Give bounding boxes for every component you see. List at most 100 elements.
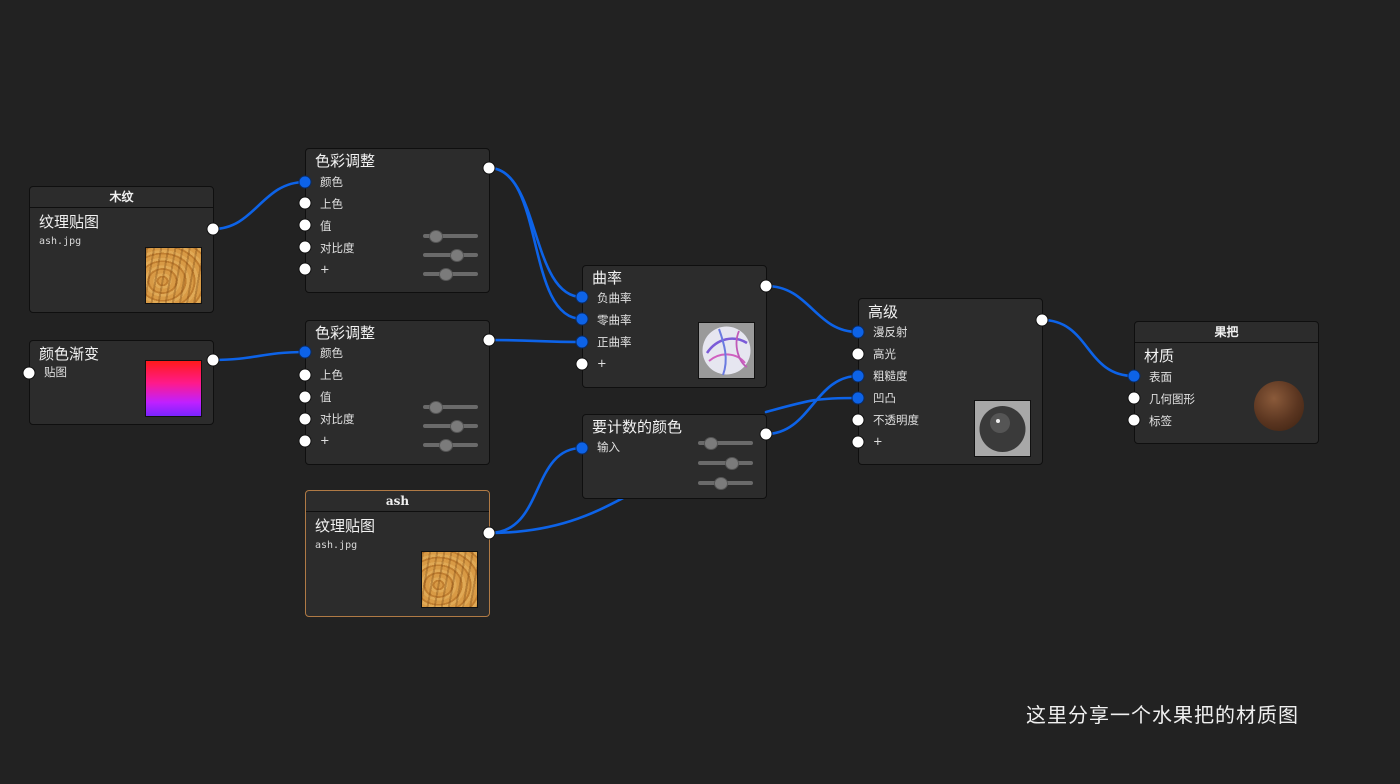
output-port[interactable] [206, 222, 220, 236]
port-label: 值 [320, 390, 332, 404]
port-label: 粗糙度 [873, 369, 908, 383]
node-header: 木纹 [30, 187, 213, 208]
node-curvature[interactable]: 曲率 负曲率 零曲率 正曲率 + [582, 265, 767, 388]
slider[interactable] [698, 437, 753, 450]
node-count-color[interactable]: 要计数的颜色 输入 [582, 414, 767, 499]
port-label: 对比度 [320, 241, 355, 255]
node-title: 曲率 [592, 269, 623, 287]
input-port[interactable] [575, 357, 589, 371]
port-label: 高光 [873, 347, 896, 361]
input-port-surface[interactable] [1127, 369, 1141, 383]
input-port-color[interactable] [298, 345, 312, 359]
slider[interactable] [423, 268, 478, 281]
output-port[interactable] [482, 161, 496, 175]
wire-curvature-to-diffuse [764, 284, 860, 334]
output-port[interactable] [206, 353, 220, 367]
input-port[interactable] [851, 413, 865, 427]
port-label: 上色 [320, 368, 343, 382]
port-label: + [320, 433, 330, 447]
wire-advanced-to-surface [1040, 318, 1136, 378]
slider[interactable] [698, 477, 753, 490]
output-port[interactable] [482, 333, 496, 347]
input-port[interactable] [298, 262, 312, 276]
port-label: + [320, 262, 330, 276]
node-guoba[interactable]: 果把 材质 表面 几何图形 标签 [1134, 321, 1319, 444]
input-port[interactable] [298, 368, 312, 382]
output-port[interactable] [482, 526, 496, 540]
slider[interactable] [423, 420, 478, 433]
slider[interactable] [423, 230, 478, 243]
wire-ash-to-count-input [487, 446, 584, 535]
node-color-adjust-1[interactable]: 色彩调整 颜色 上色 值 对比度 + [305, 148, 490, 293]
input-port[interactable] [575, 312, 589, 326]
input-port[interactable] [298, 412, 312, 426]
input-port[interactable] [22, 366, 36, 380]
input-port[interactable] [851, 325, 865, 339]
output-port[interactable] [759, 427, 773, 441]
node-gradient[interactable]: 颜色渐变 贴图 [29, 340, 214, 425]
wire-gradient-to-color2 [211, 350, 307, 362]
gradient-thumbnail [145, 360, 202, 417]
port-label: + [873, 434, 883, 448]
output-port[interactable] [1035, 313, 1049, 327]
input-port[interactable] [851, 347, 865, 361]
gray-ball-thumbnail [974, 400, 1031, 457]
node-title: 色彩调整 [315, 152, 376, 170]
input-port[interactable] [298, 218, 312, 232]
input-port[interactable] [1127, 391, 1141, 405]
node-color-adjust-2[interactable]: 色彩调整 颜色 上色 值 对比度 + [305, 320, 490, 465]
input-port[interactable] [851, 391, 865, 405]
port-label: 负曲率 [597, 291, 632, 305]
file-name: ash.jpg [39, 236, 82, 247]
wire-color1-to-zero-curvature [487, 166, 584, 321]
node-advanced[interactable]: 高级 漫反射 高光 粗糙度 凹凸 不透明度 + [858, 298, 1043, 465]
input-port-color[interactable] [298, 175, 312, 189]
node-muwen[interactable]: 木纹 纹理贴图 ash.jpg [29, 186, 214, 313]
port-label: 不透明度 [873, 413, 919, 427]
node-title: 要计数的颜色 [592, 418, 683, 436]
input-port[interactable] [575, 290, 589, 304]
node-title: 颜色渐变 [39, 345, 100, 363]
input-port[interactable] [575, 335, 589, 349]
input-port[interactable] [298, 390, 312, 404]
node-title: 高级 [868, 303, 899, 321]
port-label: 颜色 [320, 346, 343, 360]
input-port[interactable] [298, 240, 312, 254]
node-ash[interactable]: ash 纹理贴图 ash.jpg [305, 490, 490, 617]
port-label: 值 [320, 219, 332, 233]
wire-color1-to-neg-curvature [487, 166, 584, 299]
node-header: ash [306, 491, 489, 512]
port-label: 凹凸 [873, 391, 896, 405]
wood-sphere-thumbnail [1254, 381, 1304, 431]
port-label: 几何图形 [1149, 392, 1195, 406]
input-port[interactable] [298, 434, 312, 448]
wire-count-to-bump [764, 396, 860, 414]
output-port[interactable] [759, 279, 773, 293]
node-title: 材质 [1144, 347, 1175, 365]
slider[interactable] [423, 439, 478, 452]
input-port[interactable] [575, 441, 589, 455]
curvature-ball-thumbnail [698, 322, 755, 379]
slider[interactable] [698, 457, 753, 470]
wire-count-to-roughness [764, 374, 860, 436]
port-label: + [597, 356, 607, 370]
input-port[interactable] [851, 369, 865, 383]
node-header: 果把 [1135, 322, 1318, 343]
node-title: 纹理贴图 [315, 517, 376, 535]
wood-texture-thumbnail [421, 551, 478, 608]
input-port[interactable] [1127, 413, 1141, 427]
port-label: 标签 [1149, 414, 1172, 428]
input-port[interactable] [298, 196, 312, 210]
port-label: 漫反射 [873, 325, 908, 339]
port-label: 对比度 [320, 412, 355, 426]
slider[interactable] [423, 401, 478, 414]
caption-text: 这里分享一个水果把的材质图 [1026, 703, 1299, 727]
port-label: 贴图 [44, 365, 67, 379]
slider[interactable] [423, 249, 478, 262]
wire-muwen-to-color1 [211, 180, 307, 231]
port-label: 正曲率 [597, 335, 632, 349]
port-label: 颜色 [320, 175, 343, 189]
node-title: 色彩调整 [315, 324, 376, 342]
input-port[interactable] [851, 435, 865, 449]
